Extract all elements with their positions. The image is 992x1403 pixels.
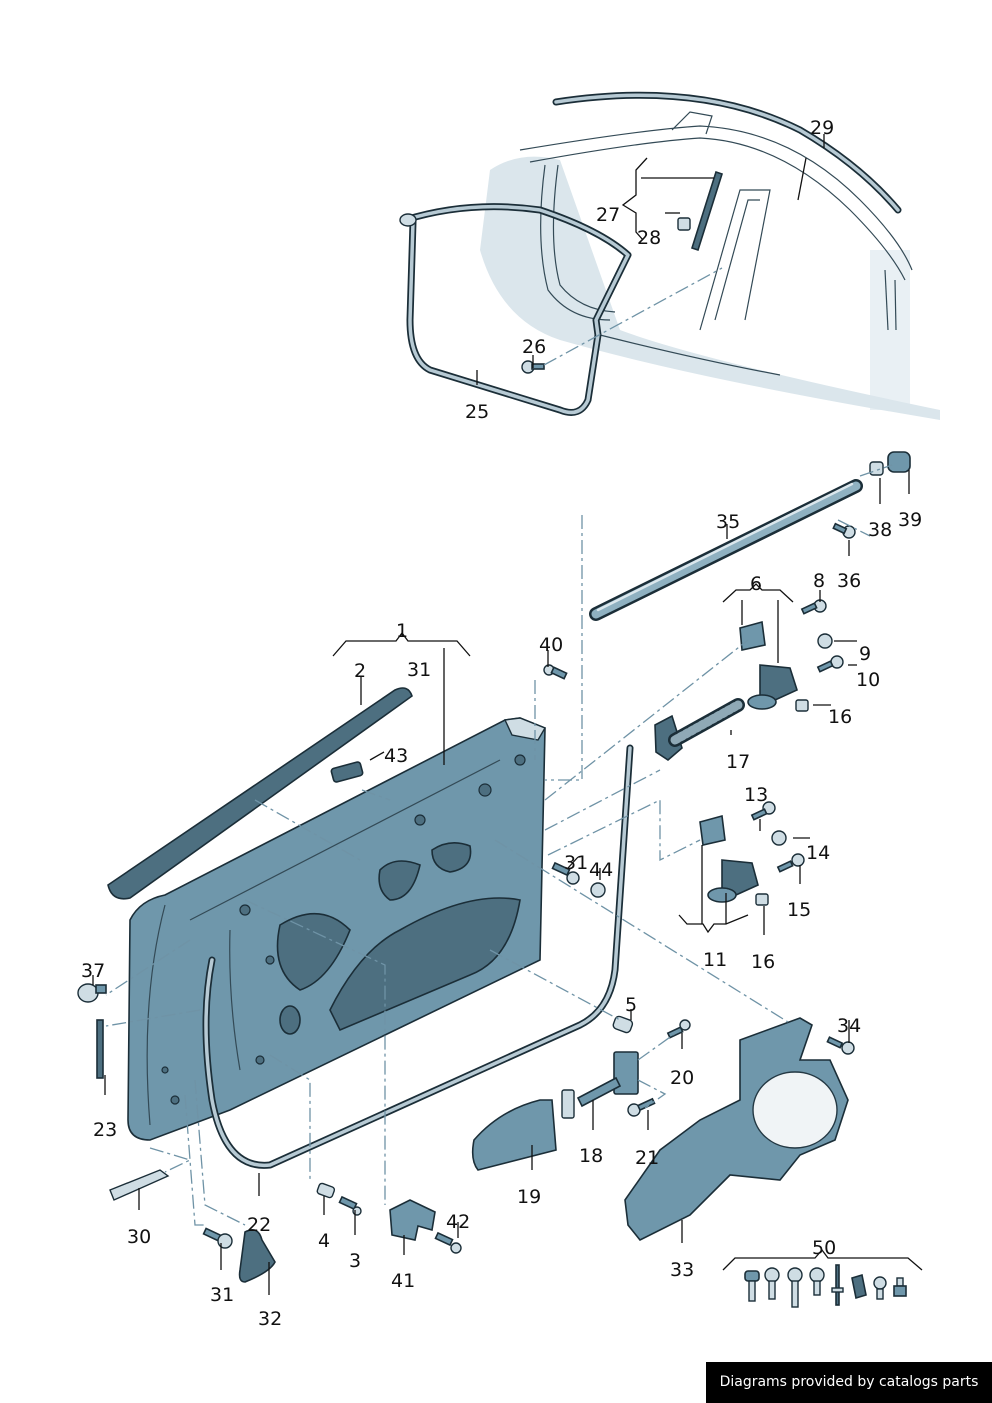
upper-hinge	[739, 620, 798, 710]
label-34: 34	[837, 1015, 861, 1037]
label-3: 3	[349, 1250, 361, 1272]
label-23: 23	[93, 1119, 117, 1141]
screw-42	[434, 1231, 462, 1254]
label-27: 27	[596, 204, 620, 226]
label-17: 17	[726, 751, 750, 773]
label-40: 40	[539, 634, 563, 656]
label-33: 33	[670, 1259, 694, 1281]
bolt-13	[750, 801, 776, 821]
nut-9	[817, 633, 833, 649]
label-38: 38	[868, 519, 892, 541]
bushing-16-upper	[795, 699, 809, 712]
label-32: 32	[258, 1308, 282, 1330]
label-11: 11	[703, 949, 727, 971]
label-44: 44	[589, 859, 613, 881]
label-20: 20	[670, 1067, 694, 1089]
pillar-clip	[677, 217, 691, 231]
label-1: 1	[396, 620, 408, 642]
door-check-strap	[654, 698, 745, 762]
label-43: 43	[384, 745, 408, 767]
assembly-axis-lines	[105, 464, 893, 1226]
wedge-30	[109, 1169, 170, 1201]
nut-14	[771, 830, 787, 846]
hardware-set-50	[744, 1264, 907, 1308]
label-31-lower: 31	[210, 1284, 234, 1306]
label-37: 37	[81, 960, 105, 982]
clip-37	[77, 983, 107, 1003]
label-9: 9	[859, 643, 871, 665]
footer-credit: Diagrams provided by catalogs parts	[706, 1362, 992, 1403]
screw-36	[832, 522, 856, 539]
pillar-seal-strip	[691, 170, 723, 252]
label-18: 18	[579, 1145, 603, 1167]
cap-39	[887, 451, 911, 473]
label-31-hinge: 31	[564, 852, 588, 874]
label-19: 19	[517, 1186, 541, 1208]
label-6: 6	[750, 573, 762, 595]
grommet-38	[869, 461, 884, 476]
bracket-23	[96, 1019, 104, 1079]
label-14: 14	[806, 842, 830, 864]
label-16-upper: 16	[828, 706, 852, 728]
label-26: 26	[522, 336, 546, 358]
label-28: 28	[637, 227, 661, 249]
bolt-15	[776, 853, 805, 873]
label-21: 21	[635, 1147, 659, 1169]
leader-lines	[92, 134, 923, 1295]
lower-hinge	[699, 814, 759, 903]
car-body-shell	[480, 111, 940, 420]
label-41: 41	[391, 1270, 415, 1292]
label-2: 2	[354, 660, 366, 682]
sleeve-5	[612, 1015, 634, 1034]
screw-34	[826, 1036, 855, 1055]
label-30: 30	[127, 1226, 151, 1248]
window-trim-strip	[107, 687, 413, 900]
bracket-41	[389, 1199, 436, 1241]
bolt-31-lower	[202, 1227, 233, 1249]
screw-20	[666, 1019, 691, 1039]
label-42: 42	[446, 1211, 470, 1233]
label-39: 39	[898, 509, 922, 531]
handle-cover-19	[471, 1099, 557, 1171]
label-50: 50	[812, 1237, 836, 1259]
bolt-8	[800, 599, 827, 615]
sleeve-4	[316, 1182, 336, 1199]
label-4: 4	[318, 1230, 330, 1252]
label-36: 36	[837, 570, 861, 592]
label-35: 35	[716, 511, 740, 533]
bolt-40	[543, 664, 568, 680]
bolt-10	[816, 655, 844, 673]
label-13: 13	[744, 784, 768, 806]
bolt-31-door	[551, 861, 580, 885]
label-16-lower: 16	[751, 951, 775, 973]
corner-cover-32	[238, 1229, 276, 1283]
label-29: 29	[810, 117, 834, 139]
label-25: 25	[465, 401, 489, 423]
screw-26	[521, 360, 545, 374]
part-labels: 1 2 31 43 40 35 38 39 36 6 8 9 10 16 17 …	[81, 117, 922, 1330]
label-15: 15	[787, 899, 811, 921]
label-22: 22	[247, 1214, 271, 1236]
felt-pad	[330, 761, 364, 783]
label-8: 8	[813, 570, 825, 592]
bushing-16-lower	[755, 893, 769, 906]
door-shell	[127, 717, 547, 1141]
door-check-arm	[561, 1051, 639, 1119]
label-5: 5	[625, 994, 637, 1016]
roof-trim-strip	[552, 91, 902, 214]
screw-3	[338, 1195, 362, 1216]
label-10: 10	[856, 669, 880, 691]
nut-44	[590, 882, 606, 898]
screw-21	[627, 1097, 656, 1117]
label-31-door-top: 31	[407, 659, 431, 681]
